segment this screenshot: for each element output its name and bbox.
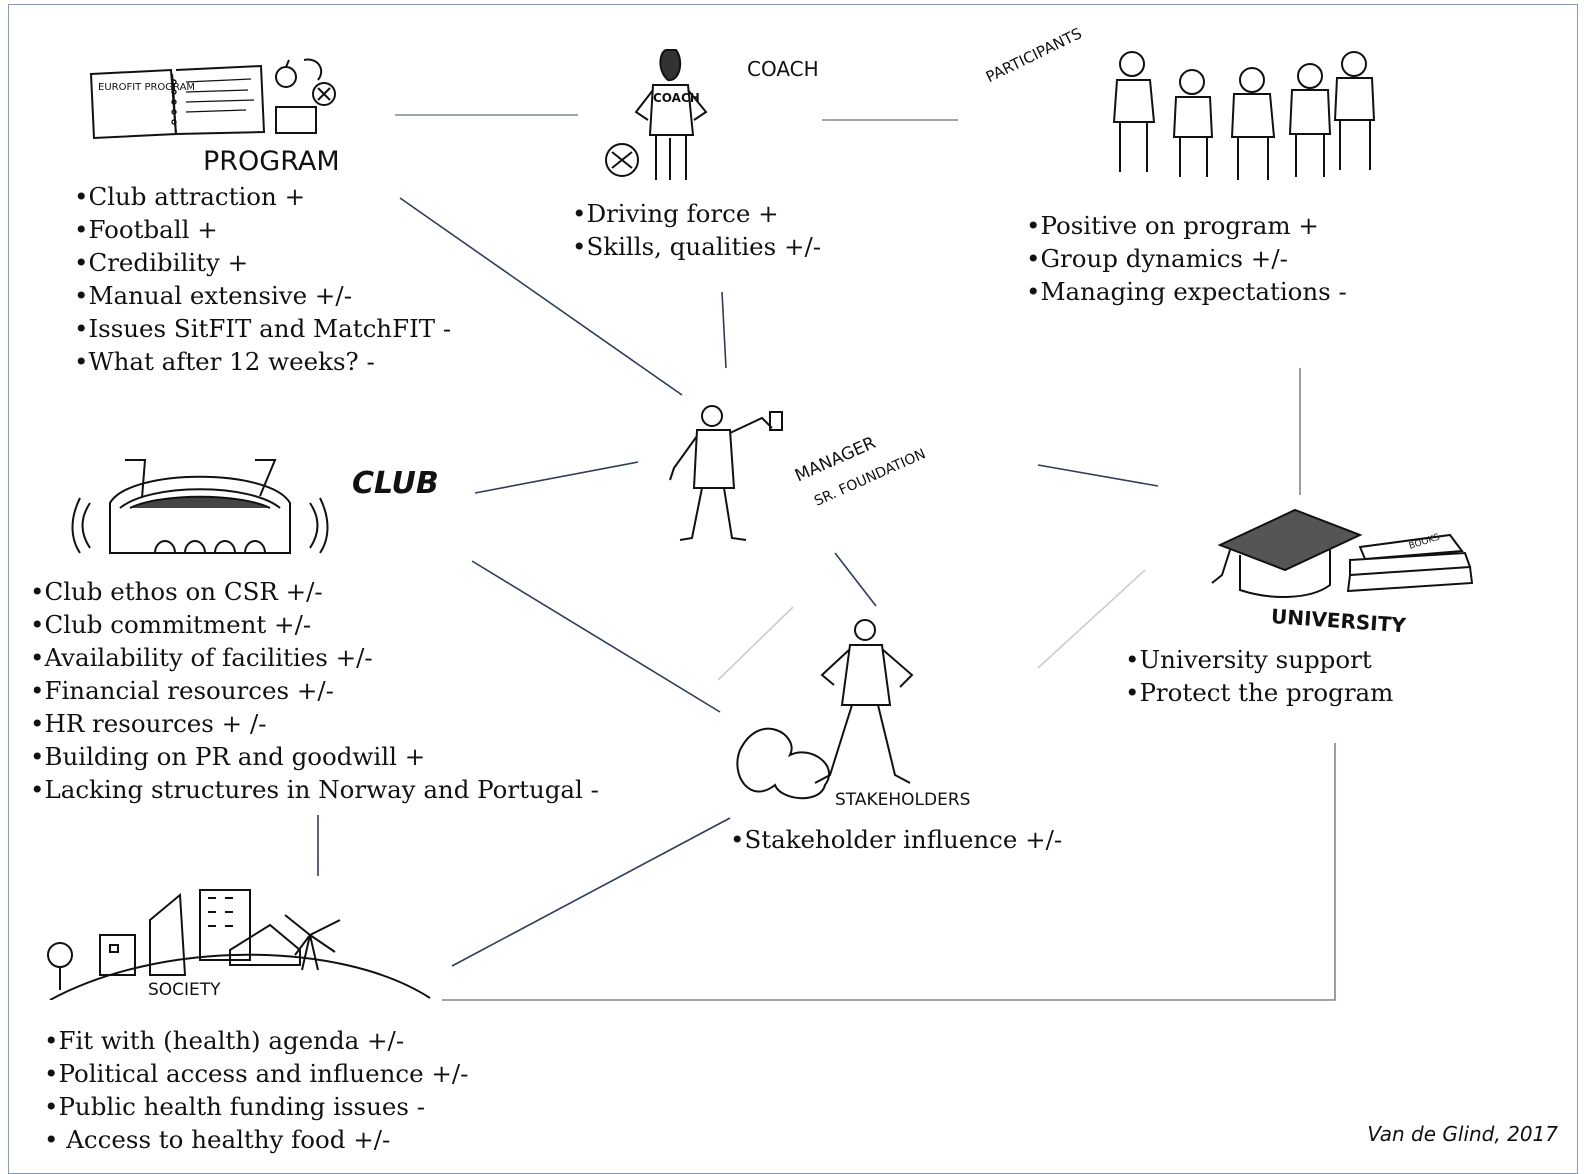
program-sketch: EUROFIT PROGRAM: [89, 58, 336, 140]
program-book-text: EUROFIT PROGRAM: [98, 82, 195, 93]
list-item: •HR resources + /-: [30, 709, 267, 738]
stakeholders-sketch: [736, 619, 914, 800]
list-item: •University support: [1125, 645, 1372, 674]
list-item: •Public health funding issues -: [44, 1092, 426, 1121]
coach-items: •Driving force + •Skills, qualities +/-: [572, 197, 821, 263]
program-items: •Club attraction + •Football + •Credibil…: [74, 180, 451, 378]
society-label: SOCIETY: [148, 980, 221, 1000]
list-item: •Issues SitFIT and MatchFIT -: [74, 314, 452, 343]
connector-university-stakeholders: [1037, 569, 1146, 669]
coach-label: COACH: [747, 57, 819, 81]
credit-text: Van de Glind, 2017: [1367, 1122, 1558, 1146]
list-item: • Access to healthy food +/-: [44, 1125, 391, 1154]
connector-club-manager: [474, 461, 639, 494]
society-sketch: [47, 889, 431, 1000]
list-item: •Club commitment +/-: [30, 610, 312, 639]
coach-shirt-text: COACH: [653, 91, 700, 105]
program-label: PROGRAM: [203, 146, 340, 177]
list-item: •Lacking structures in Norway and Portug…: [30, 775, 599, 804]
stakeholders-items: •Stakeholder influence +/-: [730, 823, 1062, 856]
club-label: CLUB: [352, 466, 439, 501]
list-item: •Stakeholder influence +/-: [730, 825, 1063, 854]
club-items: •Club ethos on CSR +/- •Club commitment …: [30, 575, 599, 806]
list-item: •Building on PR and goodwill +: [30, 742, 426, 771]
stakeholders-label: STAKEHOLDERS: [835, 790, 971, 810]
list-item: •Football +: [74, 215, 218, 244]
coach-sketch: COACH: [605, 49, 708, 180]
list-item: •Political access and influence +/-: [44, 1059, 469, 1088]
society-items: •Fit with (health) agenda +/- •Political…: [44, 1024, 468, 1156]
list-item: •What after 12 weeks? -: [74, 347, 375, 376]
connector-stakeholders-faint: [717, 606, 794, 681]
connector-program-manager: [399, 197, 683, 396]
list-item: •Positive on program +: [1026, 211, 1319, 240]
list-item: •Club attraction +: [74, 182, 306, 211]
list-item: •Club ethos on CSR +/-: [30, 577, 323, 606]
list-item: •Availability of facilities +/-: [30, 643, 373, 672]
list-item: •Managing expectations -: [1026, 277, 1347, 306]
university-items: •University support •Protect the program: [1125, 643, 1393, 709]
participants-sketch: [1112, 51, 1376, 180]
connector-club-stakeholders: [471, 560, 721, 713]
connector-society-university: [442, 743, 1336, 1001]
participants-items: •Positive on program + •Group dynamics +…: [1026, 209, 1347, 308]
university-books-text: BOOKS: [1408, 532, 1442, 551]
list-item: •Fit with (health) agenda +/-: [44, 1026, 405, 1055]
connector-manager-stakeholders: [834, 552, 877, 607]
list-item: •Manual extensive +/-: [74, 281, 352, 310]
list-item: •Driving force +: [572, 199, 779, 228]
manager-sketch: [669, 405, 783, 541]
connector-coach-manager: [721, 291, 727, 369]
university-sketch: BOOKS: [1211, 508, 1474, 598]
list-item: •Skills, qualities +/-: [572, 232, 822, 261]
list-item: •Financial resources +/-: [30, 676, 334, 705]
list-item: •Protect the program: [1125, 678, 1394, 707]
connector-society-stakeholders: [451, 817, 731, 967]
connector-manager-university: [1037, 464, 1159, 487]
club-sketch: [71, 459, 329, 554]
list-item: •Group dynamics +/-: [1026, 244, 1288, 273]
list-item: •Credibility +: [74, 248, 249, 277]
